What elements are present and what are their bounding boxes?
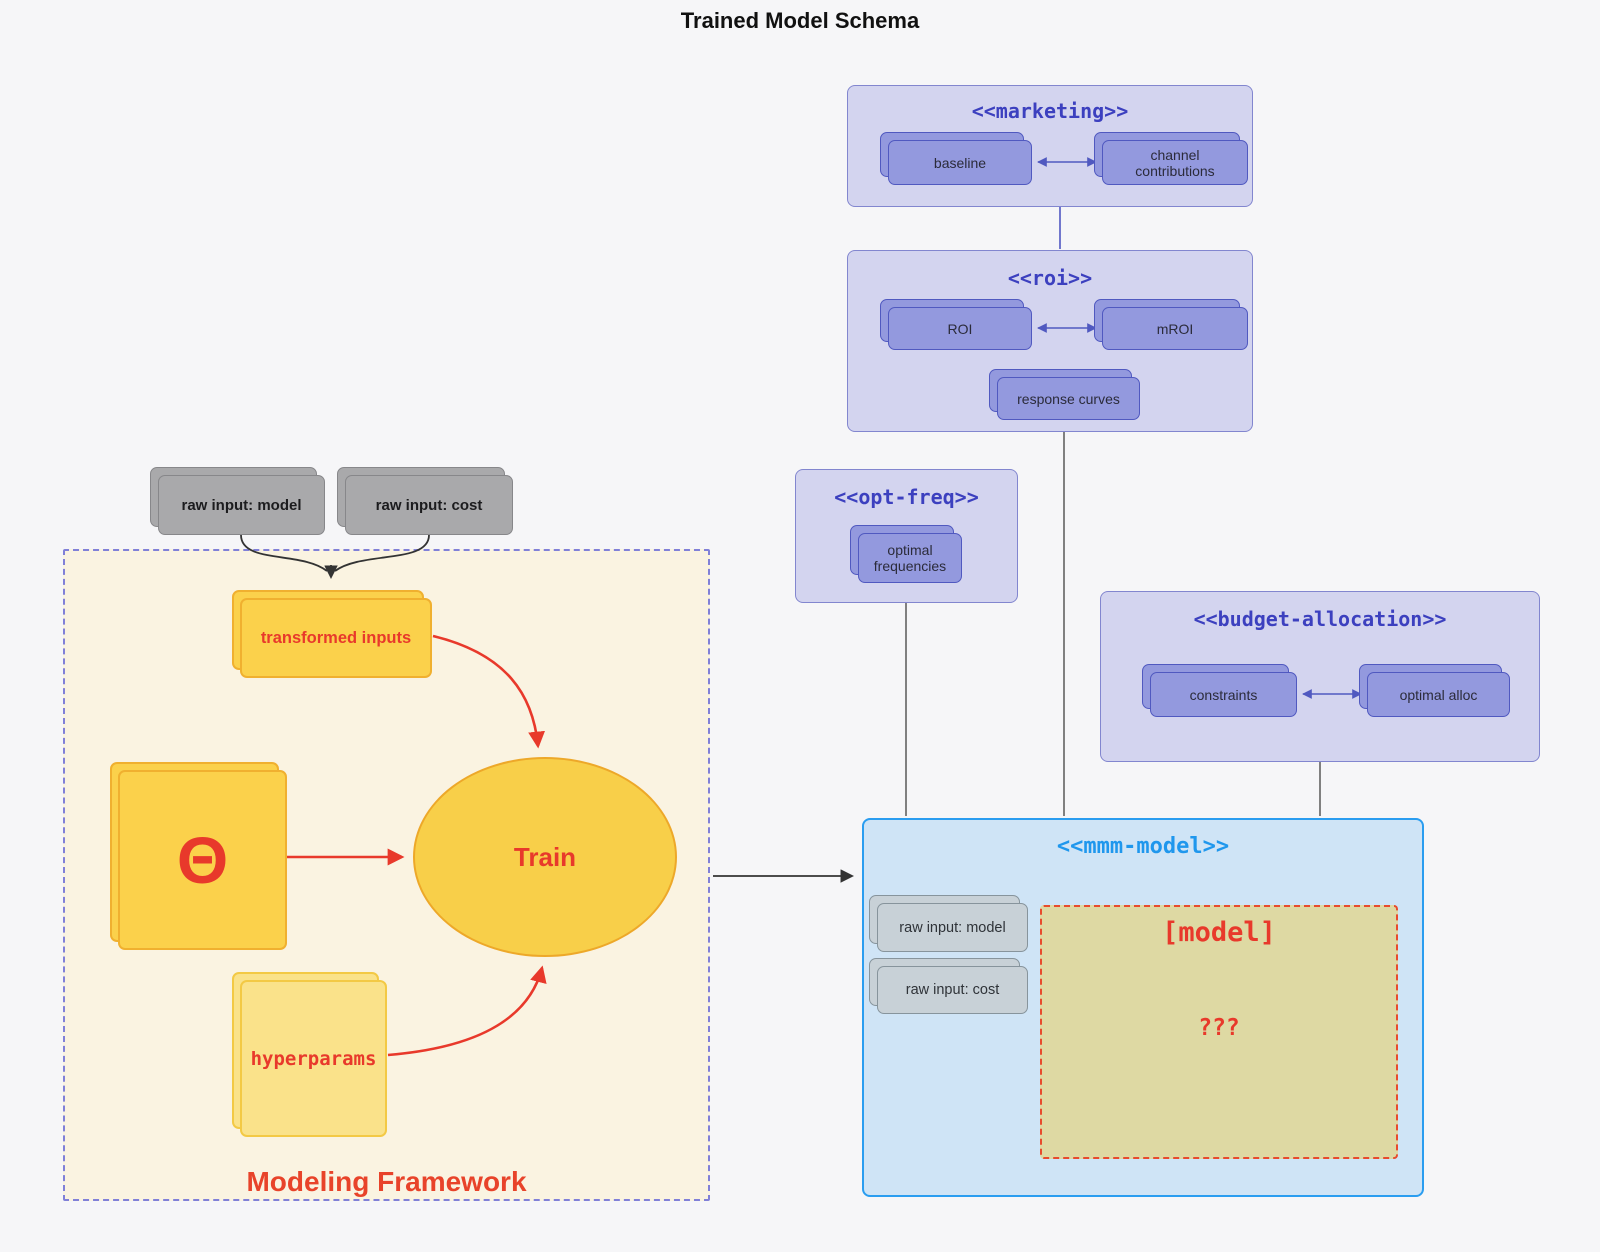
node-optimal-frequencies-label: optimal frequencies (873, 542, 947, 574)
node-train: Train (413, 757, 677, 957)
group-roi-title: <<roi>> (1007, 266, 1093, 290)
node-optimal-alloc-label: optimal alloc (1399, 686, 1478, 703)
node-raw-input-model-label: raw input: model (181, 496, 302, 514)
node-mmm-raw-input-cost-label: raw input: cost (905, 982, 1000, 998)
node-response-curves-label: response curves (1017, 390, 1120, 407)
node-transformed-inputs: transformed inputs (232, 590, 432, 678)
node-mroi: mROI (1094, 299, 1248, 350)
node-constraints: constraints (1142, 664, 1297, 717)
node-response-curves: response curves (989, 369, 1140, 420)
page-title: Trained Model Schema (680, 8, 920, 33)
node-roi-label: ROI (947, 320, 973, 337)
node-mmm-raw-input-model: raw input: model (869, 895, 1028, 952)
node-optimal-frequencies: optimal frequencies (850, 525, 962, 583)
node-hyperparams-label: hyperparams (250, 1047, 377, 1070)
node-channel-contributions: channel contributions (1094, 132, 1248, 185)
group-opt-freq-title: <<opt-freq>> (834, 485, 979, 509)
group-budget-allocation-title: <<budget-allocation>> (1193, 607, 1447, 631)
node-mmm-raw-input-model-label: raw input: model (899, 919, 1006, 936)
group-marketing-title: <<marketing>> (971, 99, 1129, 123)
node-hyperparams: hyperparams (232, 972, 387, 1137)
model-placeholder-question: ??? (1198, 1015, 1240, 1041)
node-raw-input-cost: raw input: cost (337, 467, 513, 535)
node-baseline: baseline (880, 132, 1032, 185)
model-placeholder-label: [model] (1162, 917, 1276, 948)
node-baseline-label: baseline (933, 154, 987, 171)
node-roi: ROI (880, 299, 1032, 350)
node-transformed-inputs-label: transformed inputs (260, 628, 412, 647)
node-mroi-label: mROI (1156, 320, 1194, 337)
model-placeholder-box: [model] ??? (1040, 905, 1398, 1159)
node-channel-contributions-label: channel contributions (1135, 146, 1215, 179)
node-raw-input-cost-label: raw input: cost (375, 496, 483, 514)
node-optimal-alloc: optimal alloc (1359, 664, 1510, 717)
node-train-label: Train (513, 841, 577, 872)
modeling-framework-label: Modeling Framework (246, 1166, 527, 1197)
group-mmm-model-title: <<mmm-model>> (1056, 834, 1230, 859)
node-mmm-raw-input-cost: raw input: cost (869, 958, 1028, 1014)
node-theta: Θ (110, 762, 287, 950)
node-raw-input-model: raw input: model (150, 467, 325, 535)
node-constraints-label: constraints (1189, 686, 1258, 703)
node-theta-label: Θ (176, 823, 229, 897)
